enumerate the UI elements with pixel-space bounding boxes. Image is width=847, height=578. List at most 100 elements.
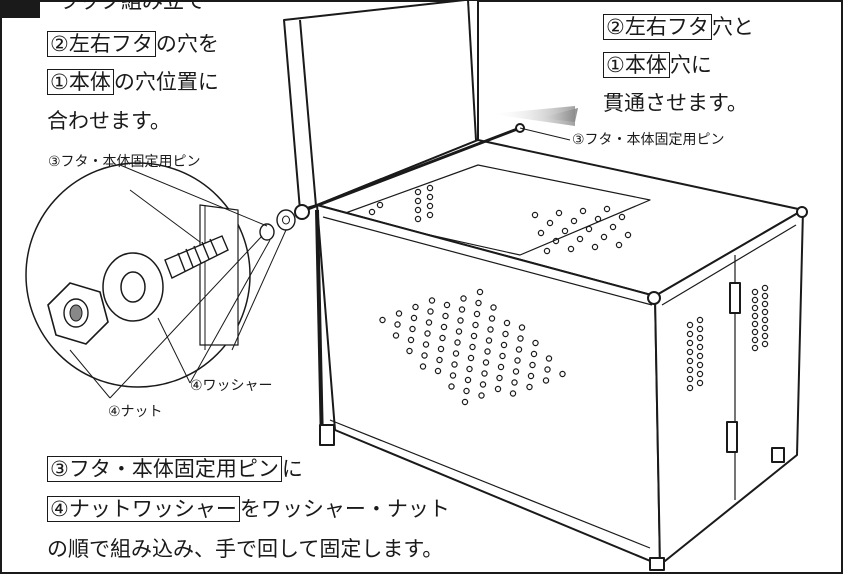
vent-hole — [686, 348, 694, 356]
nut-washer-part-box: ④ナットワッシャー — [47, 496, 240, 522]
vent-hole — [368, 208, 376, 216]
vent-hole — [696, 379, 704, 387]
storage-box — [283, 0, 808, 571]
vent-hole — [464, 376, 472, 384]
left-instruction-line2: ①本体の穴位置に — [47, 69, 219, 95]
vent-hole — [761, 284, 769, 292]
vent-hole — [443, 301, 451, 309]
right-instruction-line1-text: 穴と — [711, 15, 754, 39]
body-part-box-right: ①本体 — [603, 52, 670, 78]
vent-hole — [469, 343, 476, 351]
vent-hole — [609, 223, 617, 231]
vent-hole — [394, 321, 401, 328]
vent-hole — [395, 310, 403, 317]
vent-hole — [761, 332, 769, 340]
nut-label: ④ナット — [108, 404, 163, 420]
vent-hole — [440, 323, 448, 331]
vent-hole — [426, 211, 434, 219]
vent-hole — [466, 365, 473, 373]
vent-hole — [511, 379, 518, 386]
vent-hole — [526, 383, 533, 391]
vent-hole — [686, 339, 694, 347]
vent-hole — [442, 312, 449, 320]
pin-thread — [164, 235, 229, 279]
vent-hole — [414, 188, 422, 196]
vent-hole — [686, 384, 694, 392]
vent-hole — [497, 363, 505, 371]
vent-hole — [496, 374, 503, 382]
pin-part-box: ③フタ・本体固定用ピン — [47, 456, 282, 482]
vent-hole — [414, 197, 422, 205]
bottom-instruction-line2-text: をワッシャー・ナット — [239, 497, 450, 521]
vent-hole — [530, 350, 538, 358]
vent-hole — [487, 326, 494, 333]
left-instruction-line1: ②左右フタの穴を — [47, 31, 219, 57]
vent-hole — [579, 207, 587, 215]
vent-hole — [686, 330, 694, 338]
vent-hole — [426, 184, 434, 192]
vent-hole — [485, 337, 493, 344]
vent-hole — [455, 328, 463, 335]
vent-hole — [436, 356, 443, 364]
vent-hole — [499, 352, 506, 360]
vent-hole — [624, 231, 632, 239]
vent-hole — [426, 202, 434, 210]
vent-hole — [461, 398, 469, 406]
vent-hole — [448, 383, 455, 390]
vent-hole — [686, 375, 694, 383]
vent-hole — [696, 370, 704, 378]
vent-hole — [475, 299, 482, 307]
vent-hole — [392, 332, 400, 339]
vent-hole — [696, 343, 704, 351]
vent-hole — [696, 361, 704, 369]
vent-hole — [531, 211, 539, 219]
vent-hole — [751, 312, 759, 320]
vent-hole — [406, 347, 413, 355]
vent-hole — [761, 340, 769, 348]
vent-hole — [425, 319, 433, 326]
step-heading-partial: ラック組み立て — [58, 0, 205, 13]
vent-hole — [559, 370, 566, 378]
vent-hole — [761, 292, 769, 300]
vent-hole — [514, 357, 521, 364]
vent-hole — [414, 206, 422, 214]
vent-hole — [696, 352, 704, 360]
detail-magnifier — [25, 162, 296, 399]
vent-hole — [439, 334, 446, 342]
lid-part-box-right: ②左右フタ — [603, 14, 712, 40]
vent-hole — [422, 341, 430, 348]
vent-hole — [503, 319, 511, 327]
vent-hole — [761, 308, 769, 316]
vent-hole — [407, 336, 415, 344]
vent-hole — [414, 215, 422, 223]
vent-hole — [479, 381, 487, 388]
vent-hole — [544, 366, 551, 373]
vent-hole — [470, 332, 478, 340]
pin-right-leader — [519, 127, 571, 141]
vent-hole — [421, 352, 428, 359]
pin-label-right: ③フタ・本体固定用ピン — [572, 132, 725, 148]
vent-hole — [546, 219, 554, 227]
vent-hole — [686, 357, 694, 365]
vent-hole — [434, 367, 442, 375]
bottom-instruction-line1: ③フタ・本体固定用ピンに — [47, 456, 303, 482]
vent-hole — [603, 205, 611, 213]
vent-hole — [419, 363, 427, 370]
vent-hole — [761, 316, 769, 324]
vent-hole — [494, 385, 502, 393]
vent-hole — [545, 355, 553, 362]
vent-hole — [751, 320, 759, 328]
vent-hole — [426, 193, 434, 201]
vent-hole — [410, 314, 418, 322]
right-instruction-line2-text: 穴に — [669, 53, 712, 77]
vent-hole — [600, 233, 608, 241]
bottom-instruction-line1-text: に — [281, 457, 303, 481]
vent-hole — [576, 235, 584, 243]
vent-hole — [761, 300, 769, 308]
vent-hole — [686, 321, 694, 329]
vent-hole — [451, 361, 458, 368]
vent-hole — [527, 372, 535, 380]
vent-hole — [751, 344, 759, 352]
vent-hole — [751, 336, 759, 344]
